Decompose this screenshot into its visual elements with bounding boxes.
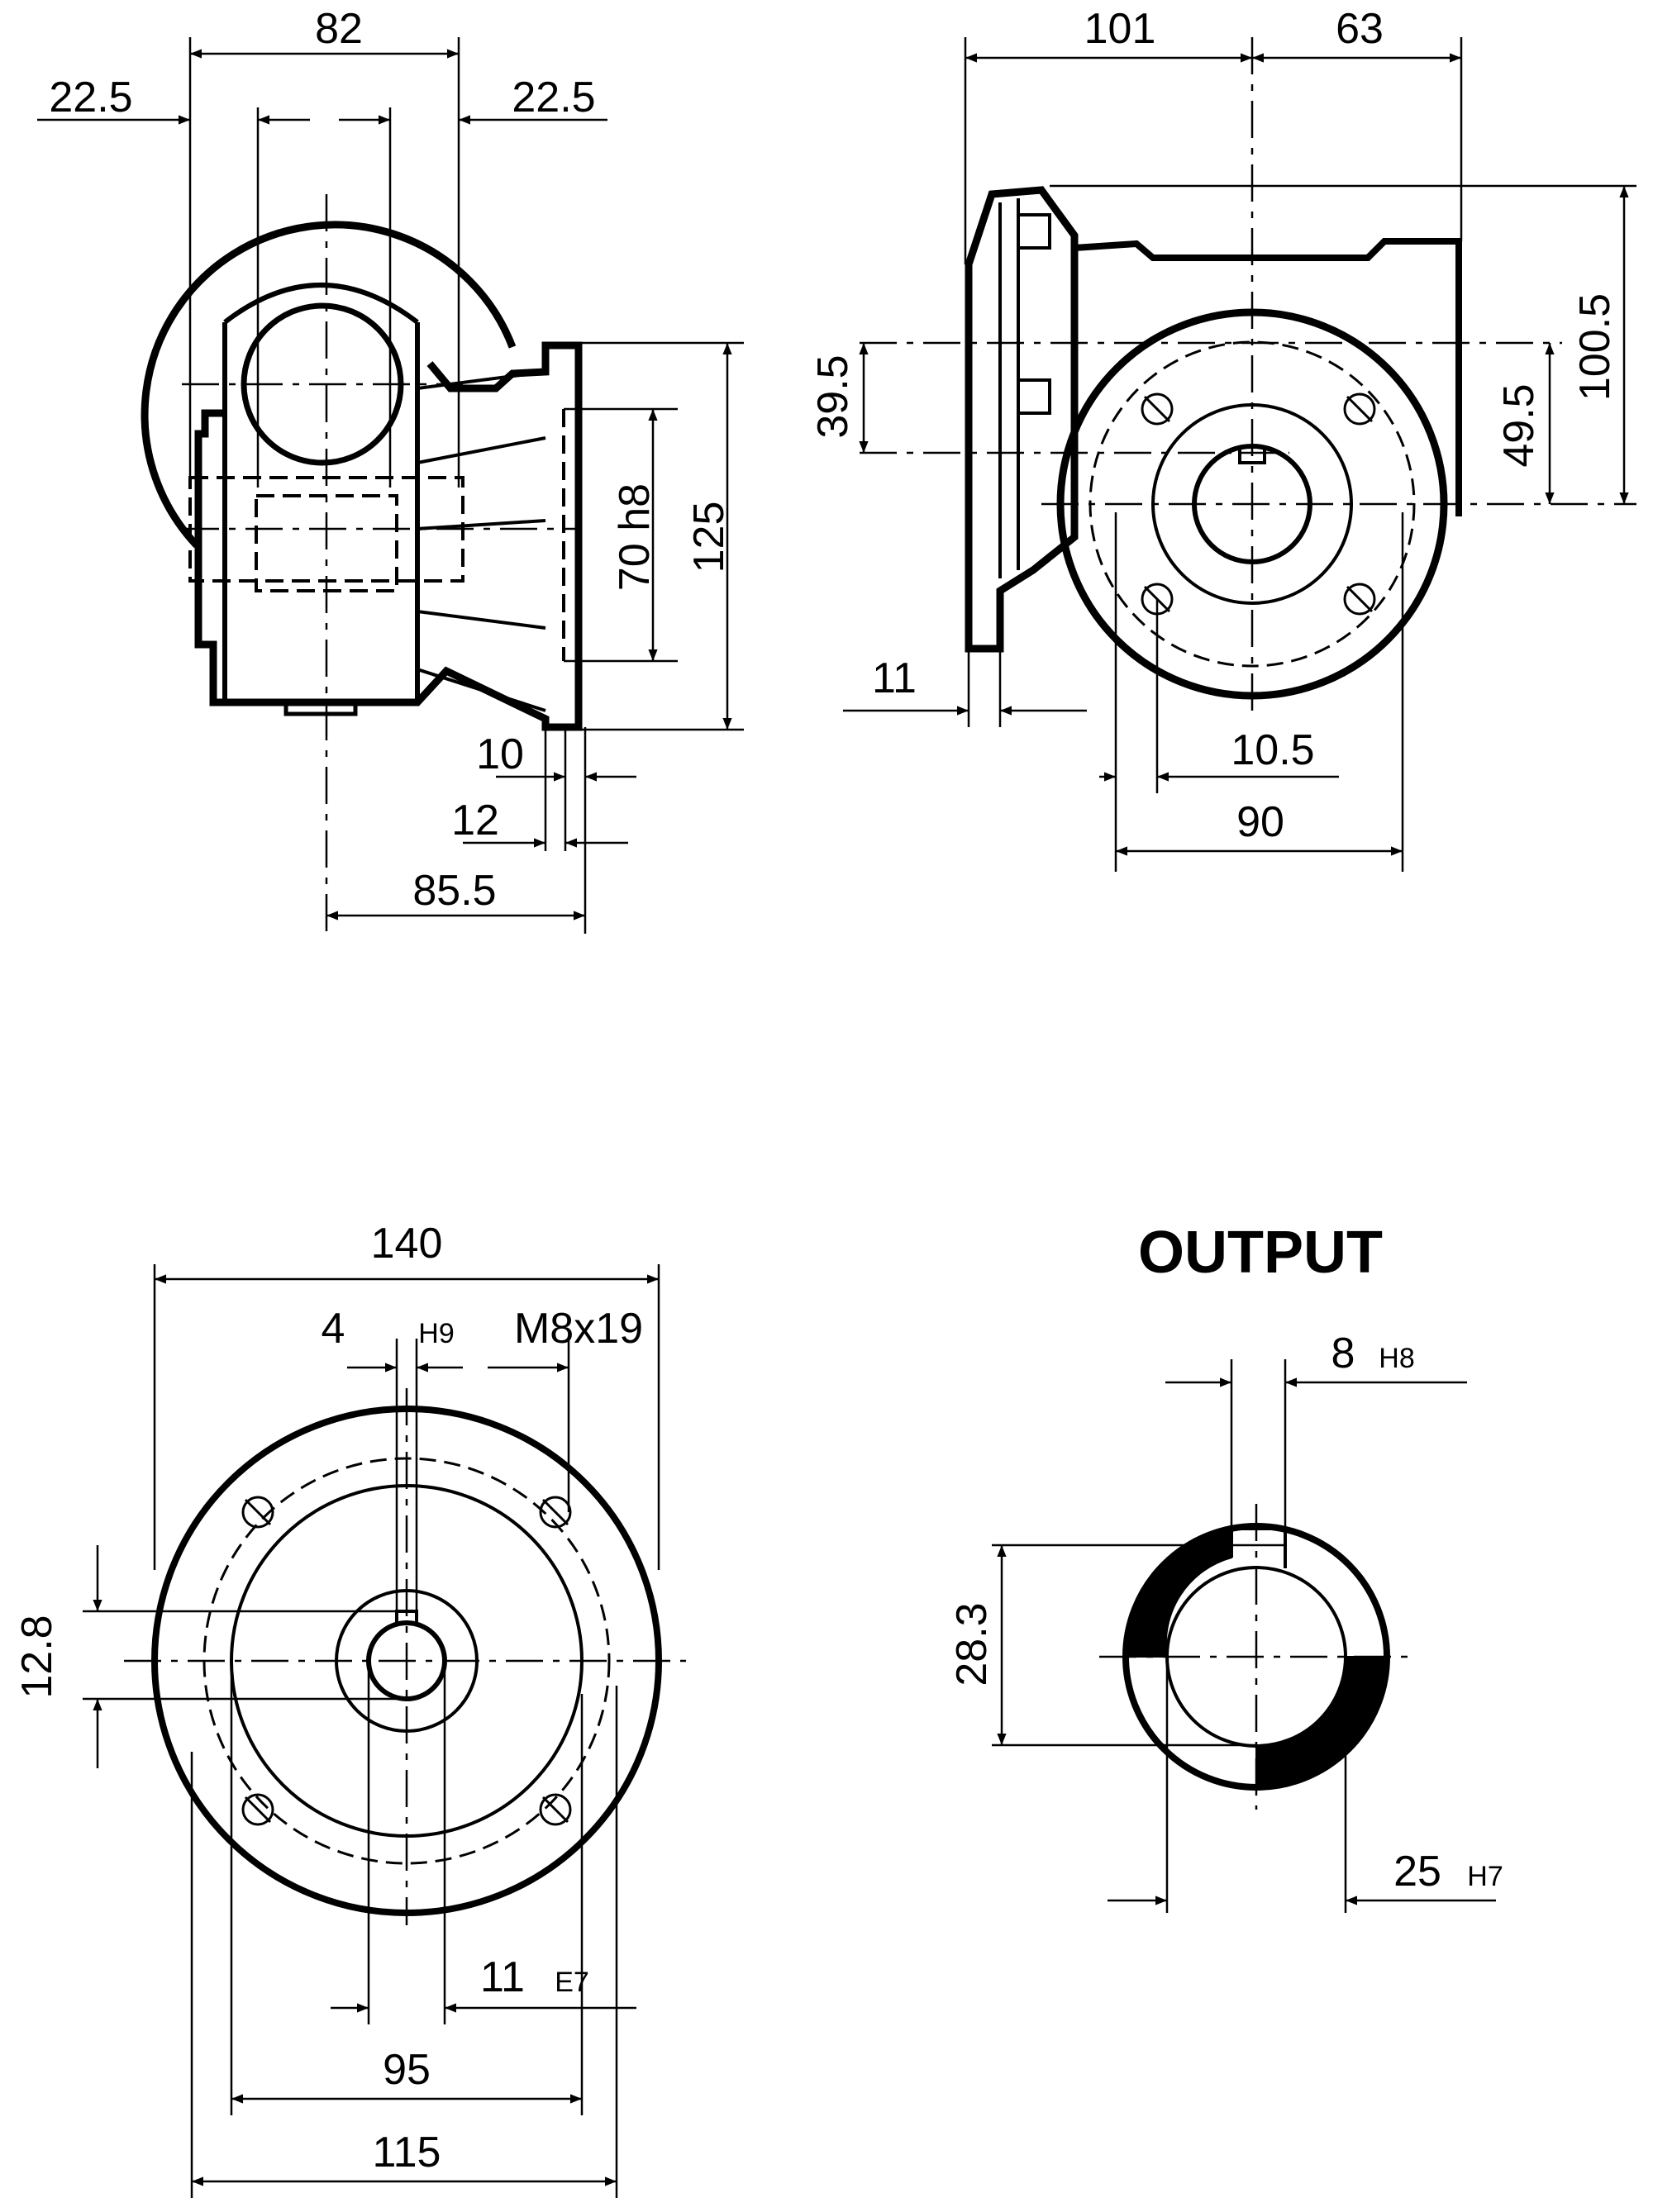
dim-label-85-5: 85.5 [412, 867, 496, 915]
dim-label-4: 4 [322, 1305, 345, 1353]
dim-label-12: 12 [451, 797, 499, 844]
side-foot [283, 700, 358, 716]
output-view [992, 1359, 1496, 1913]
dim-label-m8x19: M8x19 [514, 1305, 643, 1353]
front-keyway [1238, 447, 1266, 464]
output-view-labels: OUTPUT 8 H8 28.3 25 H7 [948, 1220, 1503, 1896]
dim-label-4-tol: H9 [418, 1318, 454, 1349]
dim-label-90: 90 [1236, 798, 1284, 846]
dim-label-11: 11 [872, 654, 917, 702]
dim-label-49-5: 49.5 [1495, 383, 1543, 467]
dim-label-25-tol: H7 [1467, 1861, 1503, 1892]
dim-label-10: 10 [476, 730, 524, 778]
front-body-outline [1074, 238, 1462, 516]
dim-label-10-5: 10.5 [1231, 726, 1314, 774]
side-housing-arc [141, 221, 517, 549]
front-flange-inner [998, 198, 1020, 578]
dim-label-11: 11 [480, 1953, 525, 2001]
output-keyway [1230, 1527, 1287, 1568]
flange-view-labels: 140 4 H9 M8x19 12.8 11 E7 95 115 [13, 1220, 643, 2176]
dim-label-39-5: 39.5 [809, 354, 857, 438]
dim-label-28-3: 28.3 [948, 1602, 996, 1686]
dim-label-70h8: 70 h8 [611, 483, 659, 591]
front-flange-bolt-bottom [1018, 378, 1051, 415]
dim-label-95: 95 [383, 2046, 431, 2094]
front-view-labels: 101 63 39.5 49.5 100.5 11 10.5 90 [809, 5, 1619, 846]
side-tapered-body [417, 370, 546, 712]
dim-label-12-8: 12.8 [13, 1615, 61, 1698]
front-flange-plate [965, 186, 1079, 653]
dim-label-101: 101 [1084, 5, 1156, 53]
side-view [37, 37, 744, 934]
front-view [843, 37, 1636, 872]
dim-label-100-5: 100.5 [1571, 293, 1619, 401]
dim-label-125: 125 [685, 502, 733, 573]
output-black-sector-bottom [1255, 1656, 1389, 1789]
front-bolt-holes [1141, 392, 1376, 616]
dim-label-63: 63 [1336, 5, 1384, 53]
dim-label-140: 140 [371, 1220, 443, 1268]
dim-label-82: 82 [315, 5, 363, 53]
side-view-labels: 82 22.5 22.5 70 h8 125 10 12 85.5 [49, 5, 733, 915]
dim-label-8: 8 [1331, 1330, 1355, 1377]
side-gear-boss [222, 283, 420, 702]
dim-label-11-tol: E7 [555, 1967, 589, 1998]
side-body-outline [194, 341, 583, 731]
front-flange-bolt-top [1018, 213, 1051, 250]
dim-label-8-tol: H8 [1379, 1343, 1414, 1374]
output-title: OUTPUT [1138, 1220, 1383, 1286]
flange-view [83, 1264, 686, 2198]
flange-bolt-holes [241, 1496, 572, 1826]
dim-label-115: 115 [373, 2129, 441, 2176]
dim-label-25: 25 [1393, 1848, 1441, 1896]
dim-label-22-5-right: 22.5 [512, 74, 595, 121]
dim-label-22-5-left: 22.5 [49, 74, 132, 121]
